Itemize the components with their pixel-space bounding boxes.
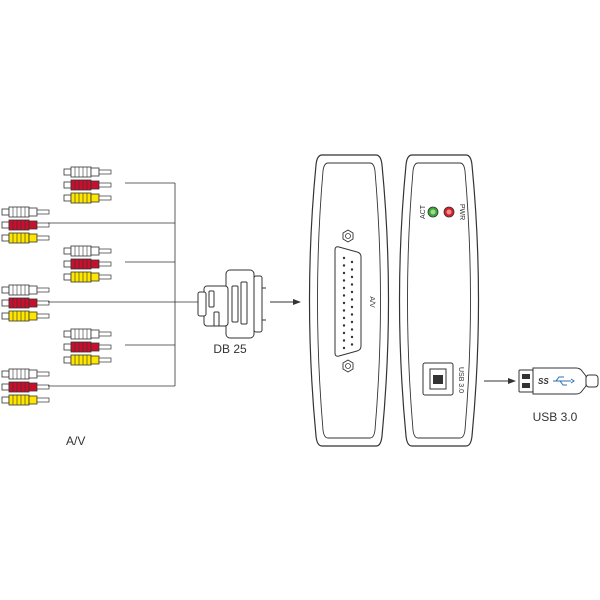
red-plug — [1, 219, 50, 231]
pin — [342, 324, 346, 327]
pin — [350, 305, 354, 309]
screw-icon — [342, 229, 354, 243]
pin — [342, 309, 346, 312]
device-back-panel: ACT PWR USB 3.0 — [398, 154, 480, 447]
pin — [342, 294, 346, 297]
led-act-label: ACT — [420, 204, 427, 219]
pin — [350, 328, 354, 331]
pin — [342, 339, 346, 342]
pin — [342, 331, 346, 335]
rca-connector-set — [1, 166, 112, 406]
port-pins — [342, 256, 354, 350]
wire-bus — [48, 182, 198, 387]
rca-plug-group — [1, 368, 50, 406]
rca-plug-group — [1, 206, 50, 244]
led-pwr-indicator — [443, 206, 455, 218]
yellow-plug — [1, 232, 50, 244]
white-plug — [1, 206, 50, 218]
red-plug — [63, 179, 112, 191]
white-plug — [1, 368, 50, 380]
pin — [350, 343, 354, 346]
pin — [342, 256, 346, 260]
db25-port — [334, 246, 362, 357]
usb-ss-logo: SS — [538, 377, 549, 386]
pin — [350, 313, 354, 316]
white-plug — [63, 166, 112, 178]
port-label-av: A/V — [368, 296, 375, 308]
pin — [342, 264, 346, 267]
rca-plug-group — [63, 245, 112, 283]
pin — [350, 335, 354, 339]
pin — [350, 298, 354, 301]
usb-3-plug: SS — [518, 367, 599, 395]
pin — [342, 271, 346, 275]
port-label-usb: USB 3.0 — [457, 367, 464, 393]
rca-plug-group — [63, 328, 112, 366]
pin — [342, 316, 346, 320]
red-plug — [63, 258, 112, 270]
pin — [342, 279, 346, 282]
red-plug — [63, 341, 112, 353]
red-plug — [1, 297, 50, 309]
yellow-plug — [1, 394, 50, 406]
yellow-plug — [63, 192, 112, 204]
white-plug — [1, 284, 50, 296]
av-label: A/V — [66, 434, 85, 448]
usb-b-port — [422, 362, 454, 396]
rca-plug-group — [63, 166, 112, 204]
yellow-plug — [1, 310, 50, 322]
pin — [350, 275, 354, 279]
pin — [350, 283, 354, 286]
pin — [350, 290, 354, 294]
pin — [342, 346, 346, 350]
white-plug — [63, 245, 112, 257]
usb-label: USB 3.0 — [533, 410, 578, 424]
pin — [342, 301, 346, 305]
rca-plug-group — [1, 284, 50, 322]
led-pwr-label: PWR — [458, 204, 465, 220]
pin — [350, 260, 354, 264]
usb-trident-icon — [553, 376, 575, 386]
screw-icon — [342, 359, 354, 373]
pin — [350, 268, 354, 271]
led-act-indicator — [427, 206, 439, 218]
db25-connector — [197, 269, 266, 339]
yellow-plug — [63, 271, 112, 283]
red-plug — [1, 381, 50, 393]
yellow-plug — [63, 354, 112, 366]
pin — [342, 286, 346, 290]
white-plug — [63, 328, 112, 340]
db25-label: DB 25 — [213, 342, 247, 356]
device-front-panel: A/V — [308, 154, 390, 447]
pin — [350, 320, 354, 324]
